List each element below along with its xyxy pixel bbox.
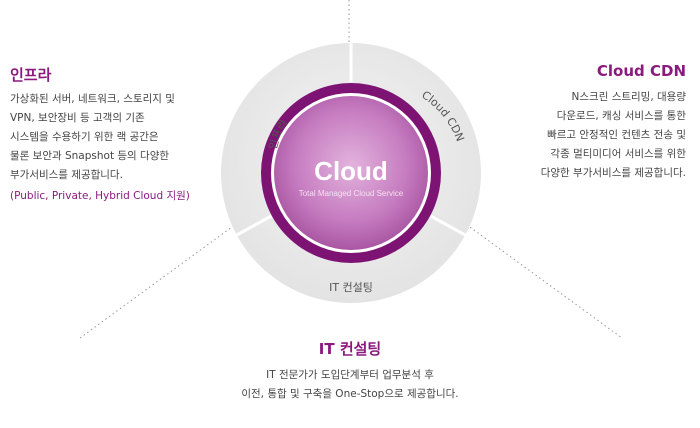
infra-title: 인프라 — [10, 66, 52, 84]
infra-line: VPN, 보안장비 등 고객의 기존 — [10, 112, 145, 124]
cdn-line: N스크린 스트리밍, 대용량 — [571, 91, 686, 103]
cdn-line: 다양한 부가서비스를 제공합니다. — [540, 167, 686, 179]
cdn-title: Cloud CDN — [596, 62, 686, 80]
infra-note: (Public, Private, Hybrid Cloud 지원) — [10, 190, 190, 202]
infra-line: 가상화된 서버, 네트워크, 스토리지 및 — [10, 93, 175, 105]
cdn-description: N스크린 스트리밍, 대용량 다운로드, 캐싱 서비스를 통한 빠르고 안정적인… — [466, 88, 686, 183]
infra-line: 시스템을 수용하기 위한 랙 공간은 — [10, 131, 159, 143]
it-title: IT 컨설팅 — [318, 340, 382, 358]
center-title: Cloud — [314, 156, 388, 186]
infra-description: 가상화된 서버, 네트워크, 스토리지 및 VPN, 보안장비 등 고객의 기존… — [10, 90, 220, 185]
it-line: 이전, 통합 및 구축을 One-Stop으로 제공합니다. — [241, 388, 459, 400]
ring-label-it: IT 컨설팅 — [329, 281, 373, 294]
connector-right — [440, 205, 623, 339]
center-subtitle: Total Managed Cloud Service — [299, 189, 404, 198]
core-inner — [274, 96, 428, 250]
infra-line: 물론 보안과 Snapshot 등의 다양한 — [10, 150, 170, 162]
cdn-line: 각종 멀티미디어 서비스를 위한 — [550, 148, 686, 160]
it-line: IT 전문가가 도입단계부터 업무분석 후 — [266, 369, 434, 381]
infra-line: 부가서비스를 제공합니다. — [10, 169, 123, 181]
ring-separator-left — [234, 212, 276, 238]
ring-separator-right — [426, 212, 468, 238]
connector-left — [79, 204, 263, 339]
cdn-line: 빠르고 안정적인 컨텐츠 전송 및 — [547, 129, 686, 141]
it-description: IT 전문가가 도입단계부터 업무분석 후 이전, 통합 및 구축을 One-S… — [0, 366, 700, 404]
cdn-line: 다운로드, 캐싱 서비스를 통한 — [556, 110, 686, 122]
